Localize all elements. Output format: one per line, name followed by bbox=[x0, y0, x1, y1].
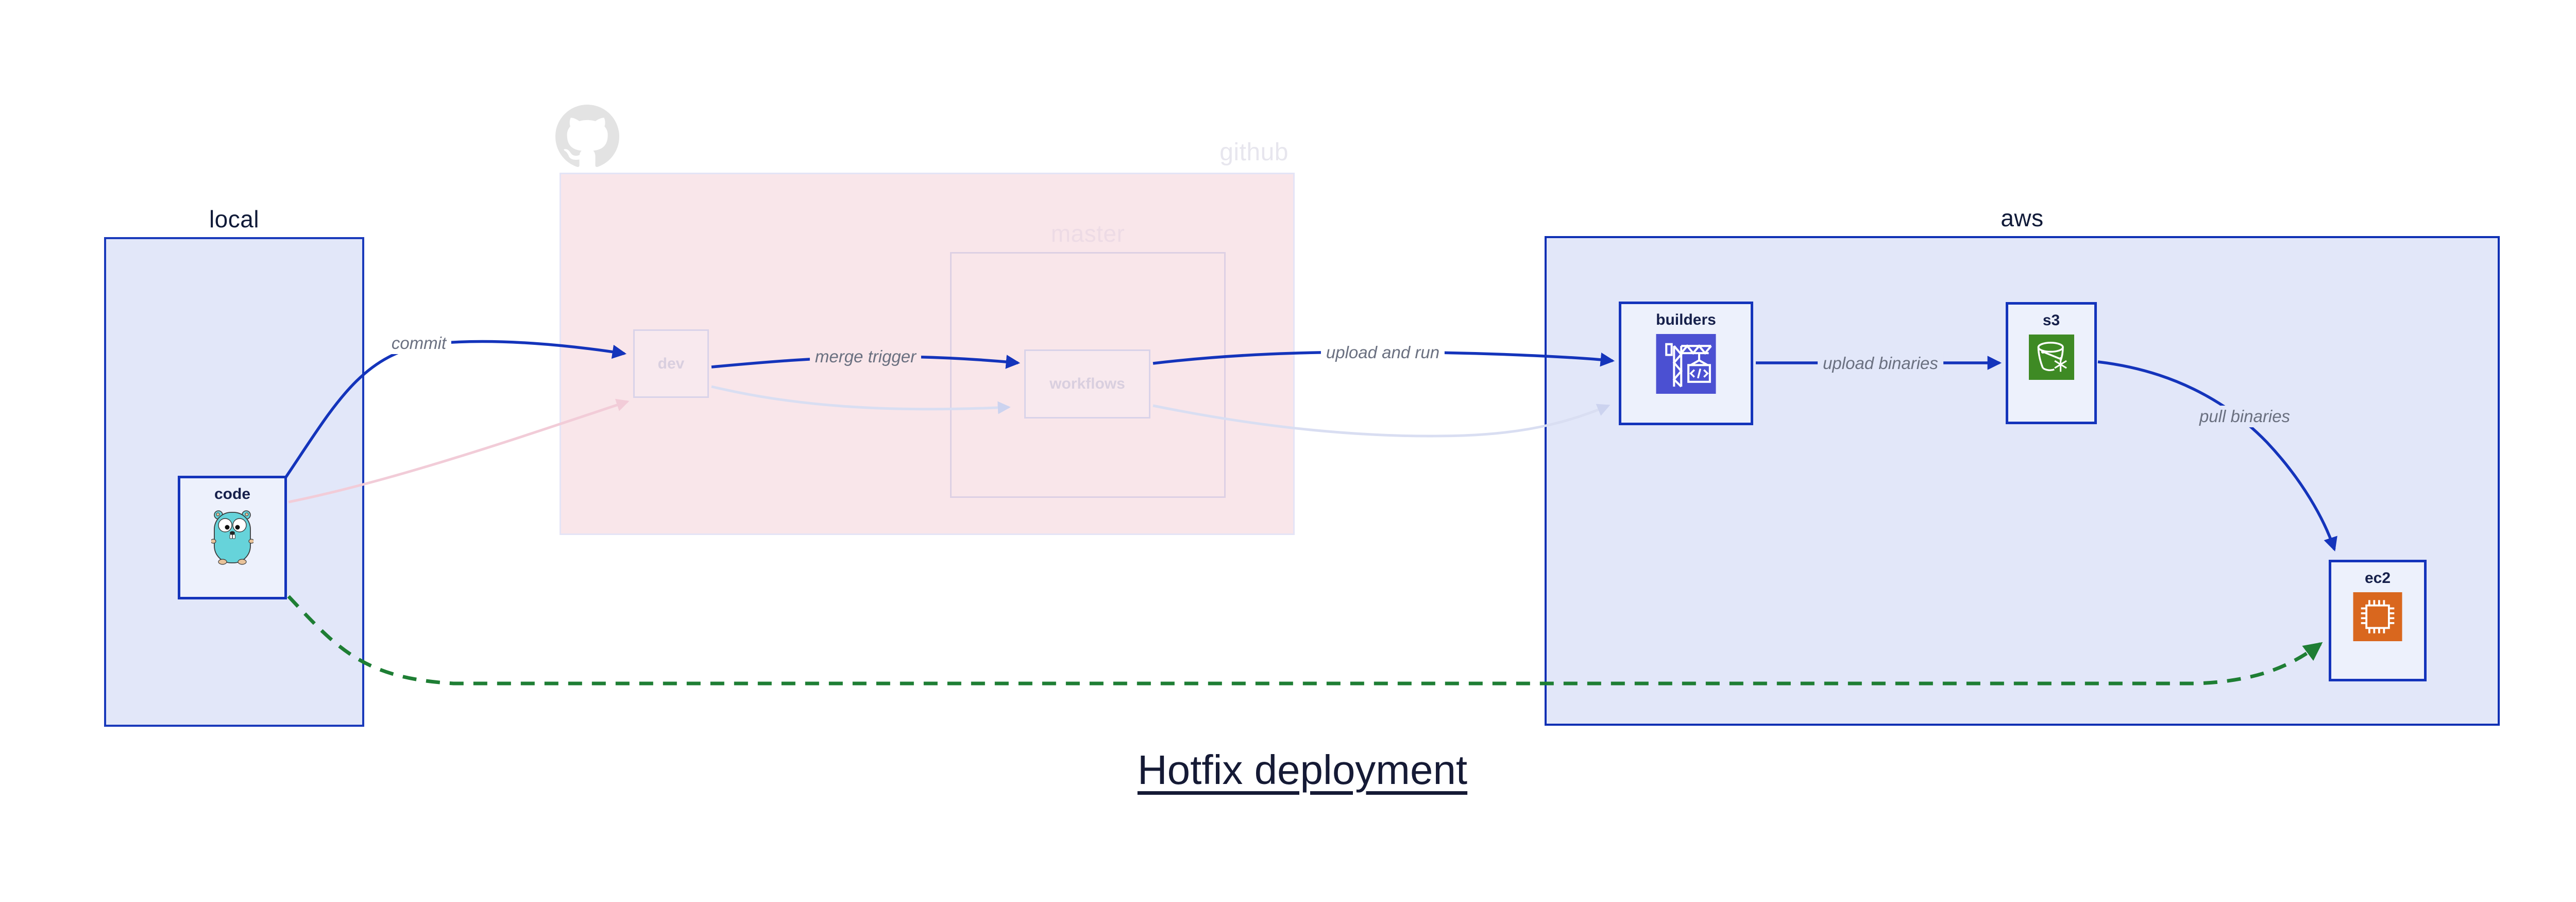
edge-label-upload-binaries: upload binaries bbox=[1818, 353, 1943, 374]
node-ec2-label: ec2 bbox=[2364, 570, 2391, 587]
edge-faded-commit bbox=[288, 398, 630, 504]
node-dev: dev bbox=[633, 329, 709, 398]
edge-label-upload-and-run: upload and run bbox=[1320, 342, 1445, 363]
node-code-label: code bbox=[214, 486, 251, 503]
node-ec2: ec2 bbox=[2329, 560, 2427, 681]
github-octocat-icon bbox=[555, 105, 619, 167]
node-code: code bbox=[178, 476, 287, 599]
edge-faded-upload-and-run bbox=[1153, 404, 1611, 438]
cluster-label-github: github bbox=[1219, 139, 1289, 166]
aws-codebuild-icon bbox=[1656, 334, 1716, 394]
node-workflows: workflows bbox=[1024, 349, 1150, 419]
edge-hotfix-dashed bbox=[287, 595, 2323, 686]
node-s3-label: s3 bbox=[2042, 312, 2060, 329]
cluster-label-master: master bbox=[1050, 220, 1125, 247]
page-title: Hotfix deployment bbox=[1137, 747, 1468, 793]
node-workflows-label: workflows bbox=[1049, 375, 1125, 392]
node-builders-label: builders bbox=[1656, 311, 1716, 328]
node-s3: s3 bbox=[2006, 302, 2097, 424]
cluster-label-aws: aws bbox=[2001, 205, 2044, 231]
cluster-label-local: local bbox=[209, 206, 260, 232]
aws-ec2-icon bbox=[2353, 592, 2402, 641]
edge-label-merge-trigger: merge trigger bbox=[809, 346, 922, 368]
edge-pull-binaries bbox=[2097, 360, 2337, 552]
edge-faded-merge-trigger bbox=[711, 385, 1011, 414]
edge-label-commit: commit bbox=[386, 332, 452, 354]
node-builders: builders bbox=[1619, 302, 1753, 425]
aws-s3-glacier-icon bbox=[2028, 335, 2074, 380]
cluster-master bbox=[950, 252, 1226, 498]
node-dev-label: dev bbox=[657, 355, 685, 372]
go-gopher-icon bbox=[211, 510, 253, 565]
edge-label-pull-binaries: pull binaries bbox=[2194, 406, 2296, 427]
